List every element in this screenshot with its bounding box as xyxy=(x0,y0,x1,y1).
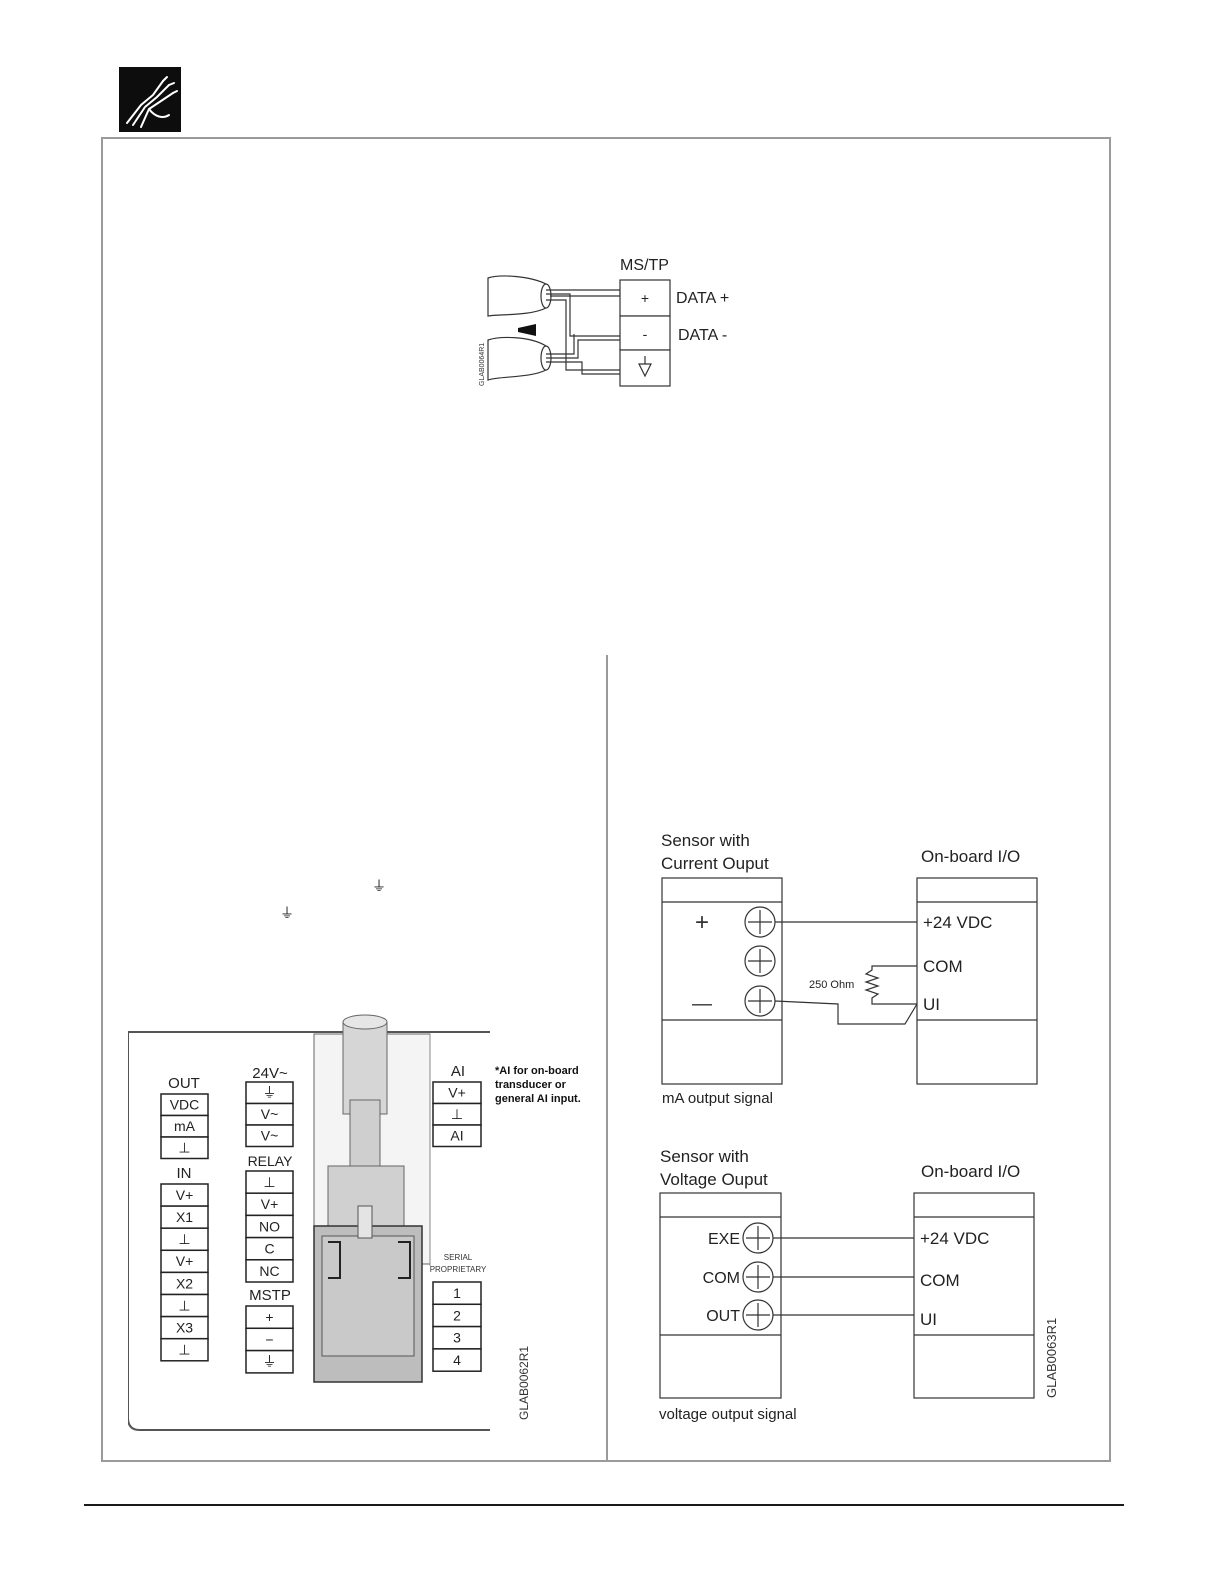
current-io-term-1: +24 VDC xyxy=(923,913,992,932)
current-io-term-2: COM xyxy=(923,957,963,976)
terminal-minus-label: - xyxy=(643,326,648,342)
data-minus-label: DATA - xyxy=(678,327,727,344)
mstp-figure-code: GLAB0064R1 xyxy=(479,343,486,386)
cable-plug xyxy=(342,1021,388,1115)
mstp-terminal-label: − xyxy=(265,1331,273,1347)
current-minus-label: — xyxy=(692,993,712,1015)
serial-label-1: SERIAL xyxy=(444,1253,473,1262)
out-terminal-label: ⊥ xyxy=(178,1139,190,1155)
out-terminal-cell xyxy=(160,1136,209,1160)
ai-note-line-1: *AI for on-board xyxy=(495,1065,579,1077)
voltage-io-term-3: UI xyxy=(920,1310,937,1329)
terminal-plus-label: + xyxy=(641,290,649,306)
terminal-plus xyxy=(619,279,671,317)
current-io-title: On-board I/O xyxy=(921,847,1020,866)
voltage-sensor-term-1: EXE xyxy=(708,1231,740,1248)
serial-terminal-label: 2 xyxy=(453,1307,461,1323)
warning-wiring-logo xyxy=(119,67,181,132)
inline-ground-icon-2: ⏚ xyxy=(280,906,294,922)
out-terminal-label: mA xyxy=(174,1118,196,1134)
splice-arrow xyxy=(518,324,536,336)
mstp-title: MS/TP xyxy=(620,257,669,274)
relay-terminal-label: V+ xyxy=(261,1196,279,1212)
serial-terminal-label: 3 xyxy=(453,1330,461,1346)
column-divider xyxy=(606,655,608,1461)
voltage-io-term-2: COM xyxy=(920,1271,960,1290)
relay-label: RELAY xyxy=(248,1153,294,1169)
ai-terminal-label: ⊥ xyxy=(451,1106,463,1122)
mstp-wiring-diagram: MS/TP + - DATA + DATA - GLAB0064R1 xyxy=(479,257,729,387)
ground-icon xyxy=(638,356,652,378)
mstp-terminal-label: ⏚ xyxy=(263,1354,277,1370)
mstp-terminal-cell xyxy=(245,1349,294,1374)
serial-terminal-label: 4 xyxy=(453,1352,461,1368)
content-frame xyxy=(101,137,1111,1462)
ai-terminal-cell xyxy=(432,1124,482,1148)
in-terminal-label: X3 xyxy=(176,1320,193,1336)
in-terminal-label: ⊥ xyxy=(178,1297,190,1313)
resistor-icon xyxy=(864,965,917,1005)
terminal-ground xyxy=(619,349,671,387)
in-terminal-label: V+ xyxy=(176,1187,194,1203)
ai-label: AI xyxy=(451,1063,465,1080)
relay-terminal-label: NC xyxy=(259,1263,279,1279)
power-terminal-label: ⏚ xyxy=(263,1084,277,1100)
voltage-io-title: On-board I/O xyxy=(921,1162,1020,1181)
in-terminal-label: ⊥ xyxy=(178,1231,190,1247)
serial-label-2: PROPRIETARY xyxy=(430,1265,487,1274)
power-terminal-label: V~ xyxy=(261,1127,279,1143)
power-terminal-cell xyxy=(245,1124,294,1148)
current-caption: mA output signal xyxy=(662,1090,773,1107)
in-terminal-label: X1 xyxy=(176,1209,193,1225)
in-terminal-cell xyxy=(160,1337,209,1362)
in-label: IN xyxy=(177,1165,192,1182)
terminal-figure-code: GLAB0062R1 xyxy=(517,1346,531,1420)
wire-bundle-icon xyxy=(126,76,178,128)
terminal-layout-diagram: OUT IN 24V~ RELAY MSTP AI *AI for on-boa… xyxy=(128,1014,581,1431)
voltage-io-box xyxy=(913,1192,1035,1399)
in-terminal-label: X2 xyxy=(176,1275,193,1291)
ai-terminal-label: AI xyxy=(450,1127,463,1143)
current-io-term-3: UI xyxy=(923,995,940,1014)
sensor-wiring-diagram: Sensor with Current Ouput On-board I/O +… xyxy=(659,831,1059,1423)
serial-terminal-cell xyxy=(432,1348,482,1372)
voltage-caption: voltage output signal xyxy=(659,1406,797,1423)
in-terminal-label: V+ xyxy=(176,1253,194,1269)
controller-outline xyxy=(128,1031,490,1431)
sensor-figure-code: GLAB0063R1 xyxy=(1044,1318,1059,1398)
power-terminal-label: V~ xyxy=(261,1106,279,1122)
mstp-terminal-label: MSTP xyxy=(249,1287,291,1304)
out-terminal-label: VDC xyxy=(170,1096,200,1112)
power-label: 24V~ xyxy=(252,1065,288,1082)
voltage-sensor-term-3: OUT xyxy=(706,1308,740,1325)
inline-ground-icon-1: ⏚ xyxy=(372,879,386,895)
voltage-sensor-title-2: Voltage Ouput xyxy=(660,1170,768,1189)
current-sensor-title-2: Current Ouput xyxy=(661,854,769,873)
cable-upper xyxy=(487,275,547,317)
out-label: OUT xyxy=(168,1075,200,1092)
current-sensor-title-1: Sensor with xyxy=(661,831,750,850)
current-plus-label: + xyxy=(695,909,709,936)
data-plus-label: DATA + xyxy=(676,290,729,307)
ai-terminal-label: V+ xyxy=(448,1084,466,1100)
current-io-box xyxy=(916,877,1038,1085)
voltage-sensor-term-2: COM xyxy=(703,1270,740,1287)
mstp-terminal-label: + xyxy=(265,1309,273,1325)
relay-terminal-cell xyxy=(245,1259,294,1283)
footer-rule xyxy=(84,1504,1124,1506)
cable-lower xyxy=(487,336,547,381)
relay-terminal-label: ⊥ xyxy=(263,1174,275,1190)
ai-note-line-3: general AI input. xyxy=(495,1093,581,1105)
ai-note-line-2: transducer or xyxy=(495,1079,567,1091)
voltage-sensor-title-1: Sensor with xyxy=(660,1147,749,1166)
resistor-label: 250 Ohm xyxy=(809,979,854,991)
in-terminal-label: ⊥ xyxy=(178,1342,190,1358)
relay-terminal-label: NO xyxy=(259,1218,280,1234)
serial-terminal-label: 1 xyxy=(453,1285,461,1301)
relay-terminal-label: C xyxy=(264,1241,274,1257)
voltage-io-term-1: +24 VDC xyxy=(920,1229,989,1248)
